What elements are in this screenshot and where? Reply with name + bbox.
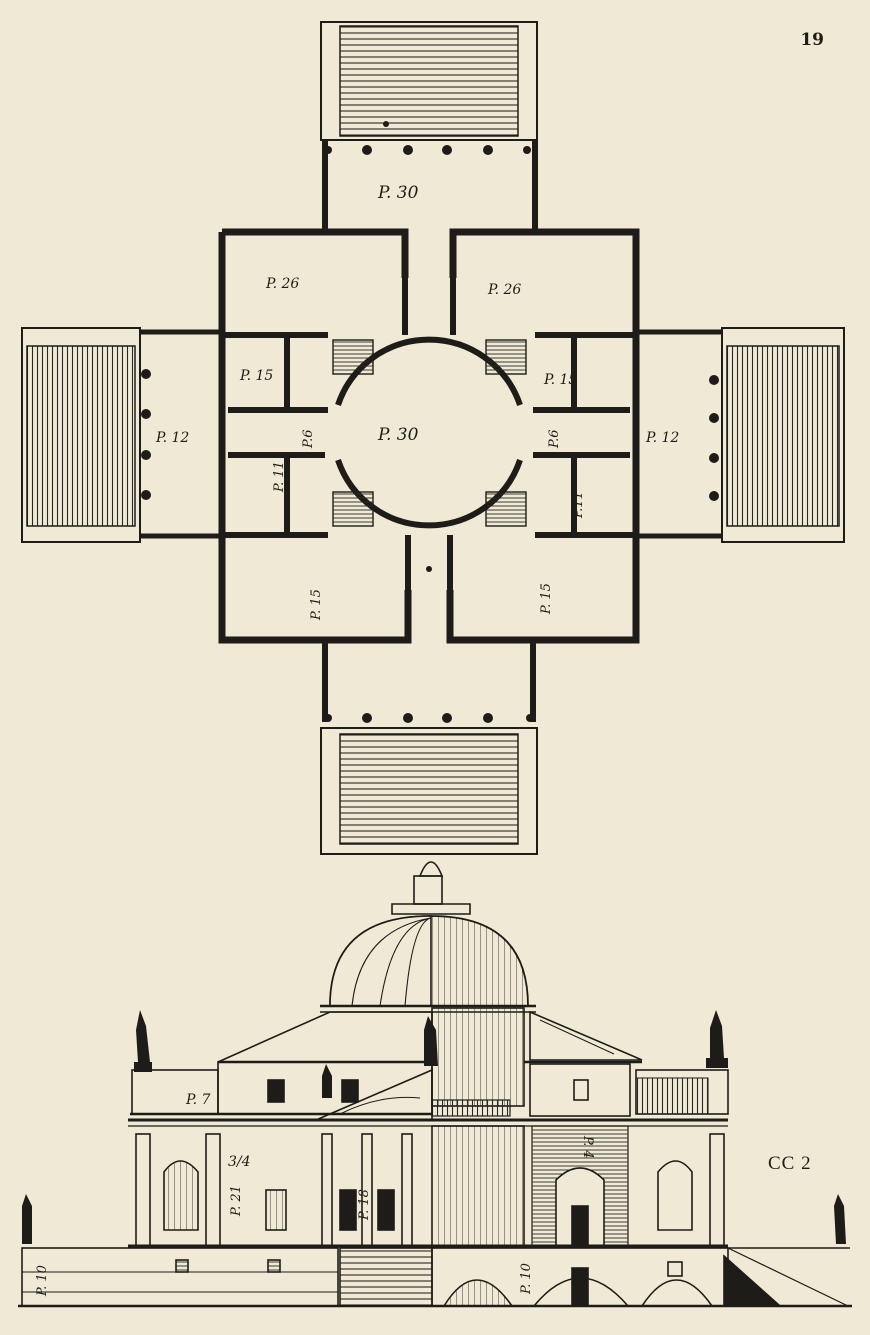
label-basement-section: P. 10 [519, 1263, 534, 1295]
central-rotunda [332, 336, 527, 529]
outer-walls [218, 228, 640, 644]
plate-mark: CC 2 [768, 1153, 812, 1174]
label-basement-height: P. 10 [35, 1265, 50, 1297]
roof [217, 1011, 433, 1064]
label-north-portico: P. 30 [377, 183, 419, 203]
label-attic-height: P. 7 [185, 1092, 210, 1108]
floor-plan: P. 30 P. 30 P. 12 P. 12 P. 26 P. 26 P. 1… [21, 21, 845, 855]
section-drum [431, 1007, 525, 1247]
label-east-passage: P.6 [547, 429, 562, 449]
label-fraction: 3/4 [228, 1154, 251, 1170]
label-ne-small-room: P. 15 [543, 372, 577, 388]
right-attic [529, 1063, 729, 1117]
label-ne-large-room: P. 26 [487, 282, 521, 298]
label-nw-small-room: P. 15 [239, 368, 273, 384]
basement [18, 1247, 852, 1308]
inner-walls [222, 278, 636, 590]
main-floor [128, 1118, 728, 1248]
dome [320, 915, 536, 1013]
label-central-hall: P. 30 [377, 425, 419, 445]
south-steps [320, 727, 538, 855]
label-section-upper: P. 4 [580, 1135, 595, 1159]
page-number: 19 [800, 30, 824, 50]
label-floor-height: P. 21 [229, 1185, 244, 1217]
label-portico-base: P. 18 [357, 1189, 372, 1221]
east-steps [721, 327, 845, 543]
plan-labels: P. 30 P. 30 P. 12 P. 12 P. 26 P. 26 P. 1… [155, 183, 679, 621]
section-pediment [524, 1010, 643, 1064]
label-se-large-room: P. 15 [539, 583, 554, 615]
label-east-portico: P. 12 [645, 430, 679, 446]
elevation-labels: P. 7 P. 21 3/4 P. 18 P. 10 P. 10 P. 4 [35, 1092, 595, 1297]
label-se-small-room: P.11 [571, 491, 586, 519]
elevation-section: P. 7 P. 21 3/4 P. 18 P. 10 P. 10 P. 4 [18, 861, 852, 1308]
statues [22, 1010, 846, 1244]
label-sw-small-room: P. 11 [272, 461, 287, 493]
left-attic [130, 1061, 433, 1116]
label-west-portico: P. 12 [155, 430, 189, 446]
west-steps [21, 327, 141, 543]
label-west-passage: P.6 [301, 429, 316, 449]
label-sw-large-room: P. 15 [309, 589, 324, 621]
portico-pediment [315, 1068, 433, 1121]
label-nw-large-room: P. 26 [265, 276, 299, 292]
north-steps [320, 21, 538, 141]
columns [141, 121, 719, 723]
lantern [391, 861, 471, 915]
